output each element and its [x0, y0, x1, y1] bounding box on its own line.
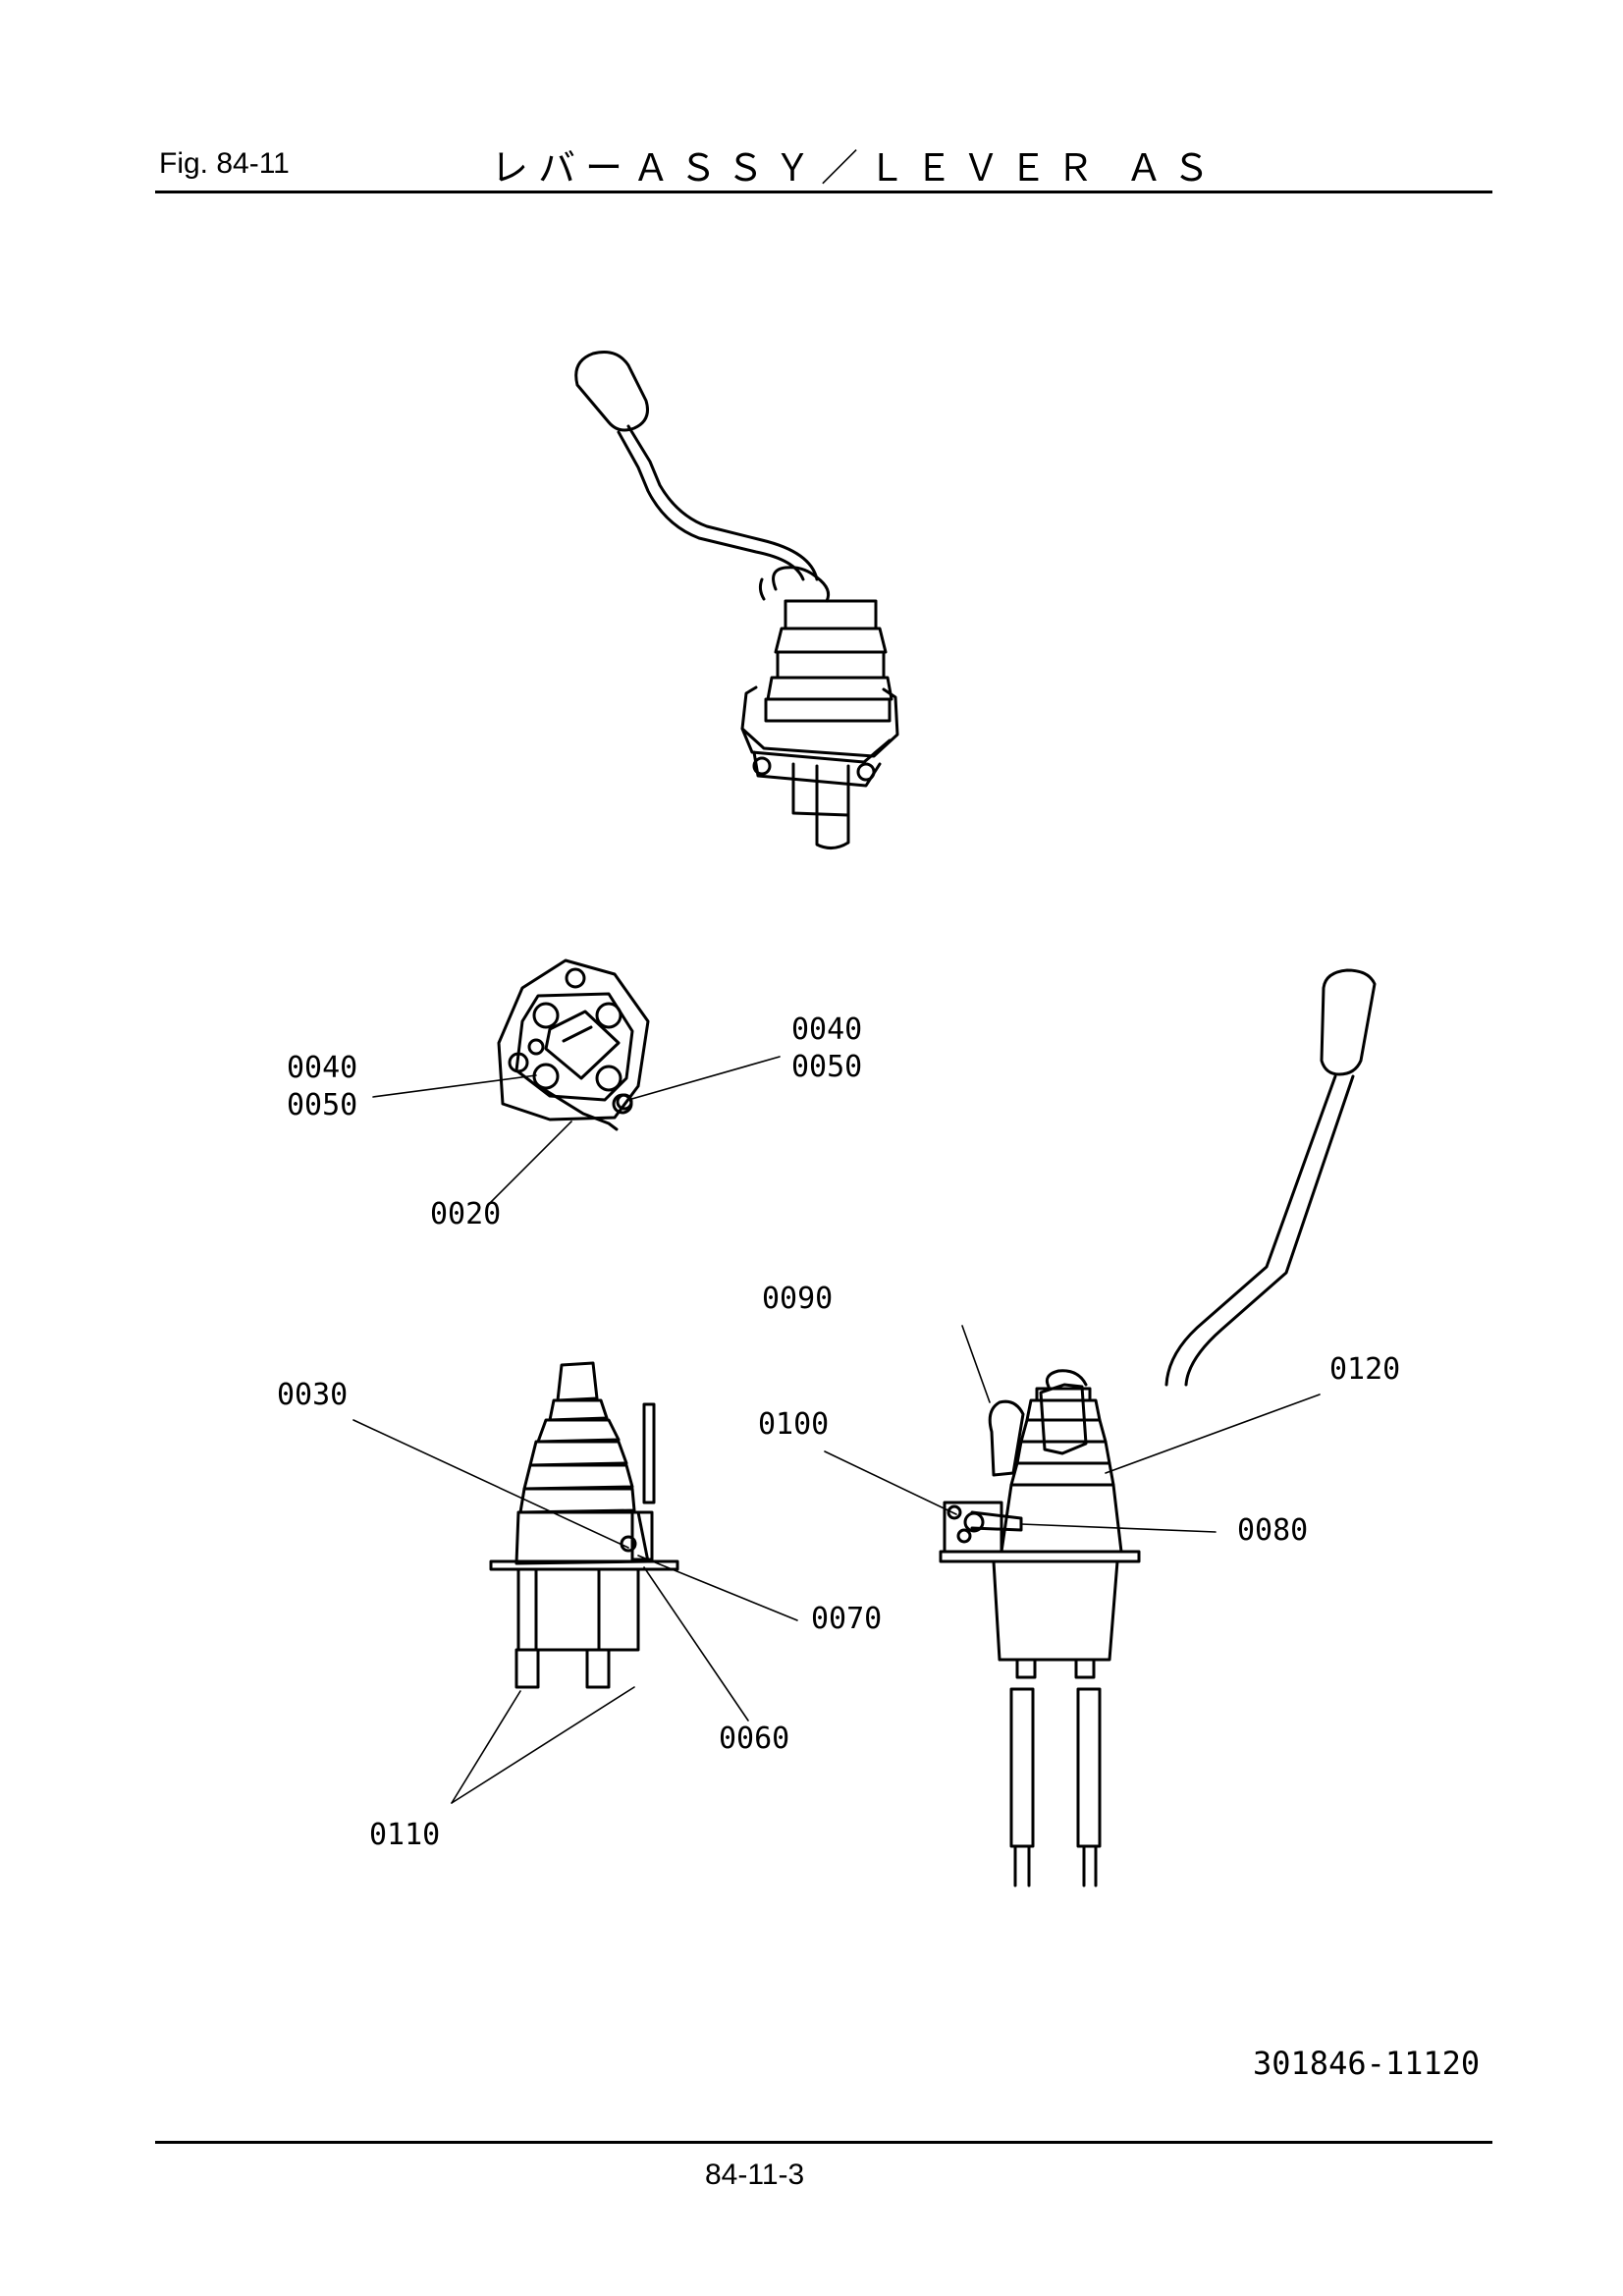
side-view-assembly	[489, 1361, 679, 1689]
document-number: 301846-11120	[1253, 2045, 1481, 2082]
leader-lines	[352, 1056, 1321, 1804]
callout-0050-left: 0050	[287, 1088, 357, 1122]
page-title: レバーＡＳＳＹ／ＬＥＶＥＲ ＡＳ	[491, 146, 1220, 190]
callout-0020: 0020	[430, 1197, 501, 1231]
callout-0050-right: 0050	[791, 1050, 862, 1084]
callout-0110: 0110	[369, 1818, 440, 1852]
callout-0120: 0120	[1329, 1352, 1400, 1387]
callout-0030: 0030	[277, 1378, 348, 1412]
callout-labels: 0040 0050 0040 0050 0020 0090 0120 0030 …	[277, 1012, 1400, 1852]
callout-0060: 0060	[719, 1722, 789, 1756]
header-rule	[155, 191, 1492, 193]
callout-0070: 0070	[811, 1602, 882, 1636]
page-number: 84-11-3	[705, 2159, 805, 2191]
callout-0040-right: 0040	[791, 1012, 862, 1047]
lever-assembly-isometric	[574, 351, 899, 849]
callout-0100: 0100	[758, 1407, 829, 1442]
callout-0090: 0090	[762, 1282, 833, 1316]
footer-rule	[155, 2141, 1492, 2144]
callout-0040-left: 0040	[287, 1051, 357, 1085]
callout-0080: 0080	[1237, 1513, 1308, 1548]
base-plate-top-view	[497, 958, 650, 1131]
right-lever-assembly	[939, 968, 1377, 1887]
figure-number: Fig. 84-11	[159, 147, 290, 180]
